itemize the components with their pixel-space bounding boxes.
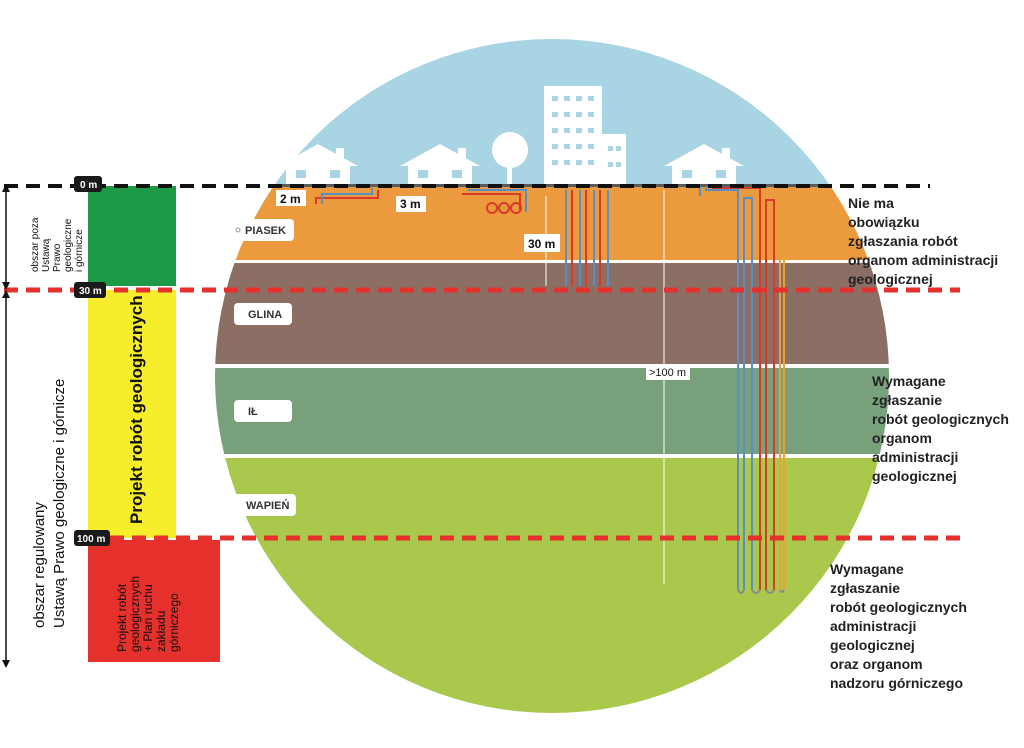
svg-text:geologiczne: geologiczne: [63, 218, 74, 272]
svg-text:Prawo: Prawo: [52, 243, 63, 272]
svg-text:obszar poza: obszar poza: [30, 217, 41, 272]
zone-bar-yellow: [88, 290, 176, 538]
svg-text:Ustawą Prawo geologiczne i gór: Ustawą Prawo geologiczne i górnicze: [51, 379, 68, 628]
svg-text:Ustawą: Ustawą: [41, 238, 52, 272]
label-3m: 3 m: [400, 197, 421, 211]
borehole-field-30m: [565, 190, 609, 286]
depth-marker-0m: 0 m: [80, 180, 97, 191]
svg-text:górniczego: górniczego: [167, 593, 181, 652]
label-2m: 2 m: [280, 192, 301, 206]
installation-labels: 2 m 3 m 30 m >100 m: [276, 190, 690, 380]
left-arrows: [2, 184, 10, 668]
red-zone-text: Projekt robót geologicznych + Plan ruchu…: [115, 576, 181, 652]
depth-marker-30m: 30 m: [79, 286, 102, 297]
svg-text:obszar regulowany: obszar regulowany: [31, 502, 48, 628]
zone-bar-green: [88, 186, 176, 286]
zone-bar-red: [88, 540, 220, 662]
svg-text:zakładu: zakładu: [154, 611, 168, 652]
zone-description-geological-admin: Wymagane zgłaszanie robót geologicznych …: [872, 373, 1009, 484]
label-100m-borehole: >100 m: [649, 367, 686, 379]
zone-description-mining-supervision: Wymagane zgłaszanie robót geologicznych …: [830, 561, 967, 691]
svg-text:i górnicze: i górnicze: [74, 229, 85, 272]
horizontal-collectors: [315, 188, 527, 214]
layer-label-glina: GLINA: [248, 309, 282, 321]
layer-il: [215, 368, 889, 454]
layer-label-il: IŁ: [248, 406, 258, 418]
zone-description-no-obligation: Nie ma obowiązku zgłaszania robót organo…: [848, 195, 999, 287]
regulated-zone-text: obszar regulowany Ustawą Prawo geologicz…: [31, 379, 68, 628]
depth-markers: 0 m 30 m 100 m: [74, 176, 110, 546]
layer-label-wapien: WAPIEŃ: [246, 499, 289, 512]
svg-text:Projekt robót geologicznych: Projekt robót geologicznych: [127, 295, 146, 524]
apartment-building-icon: [544, 86, 626, 186]
yellow-zone-text: Projekt robót geologicznych: [127, 295, 146, 524]
cross-section: [215, 39, 889, 713]
borehole-field-100m: [699, 186, 785, 594]
layer-glina: [215, 263, 889, 364]
layer-labels: PIASEK GLINA IŁ WAPIEŃ: [232, 219, 296, 516]
depth-marker-100m: 100 m: [77, 534, 105, 545]
svg-text:+ Plan ruchu: + Plan ruchu: [141, 584, 155, 652]
tree-icon: [492, 132, 528, 186]
svg-text:geologicznych: geologicznych: [128, 576, 142, 652]
layer-wapien: [215, 458, 889, 713]
layer-label-piasek: PIASEK: [245, 225, 286, 237]
label-30m-borehole: 30 m: [528, 237, 555, 251]
svg-text:Projekt robót: Projekt robót: [115, 583, 129, 652]
green-zone-text: obszar poza Ustawą Prawo geologiczne i g…: [30, 217, 85, 272]
